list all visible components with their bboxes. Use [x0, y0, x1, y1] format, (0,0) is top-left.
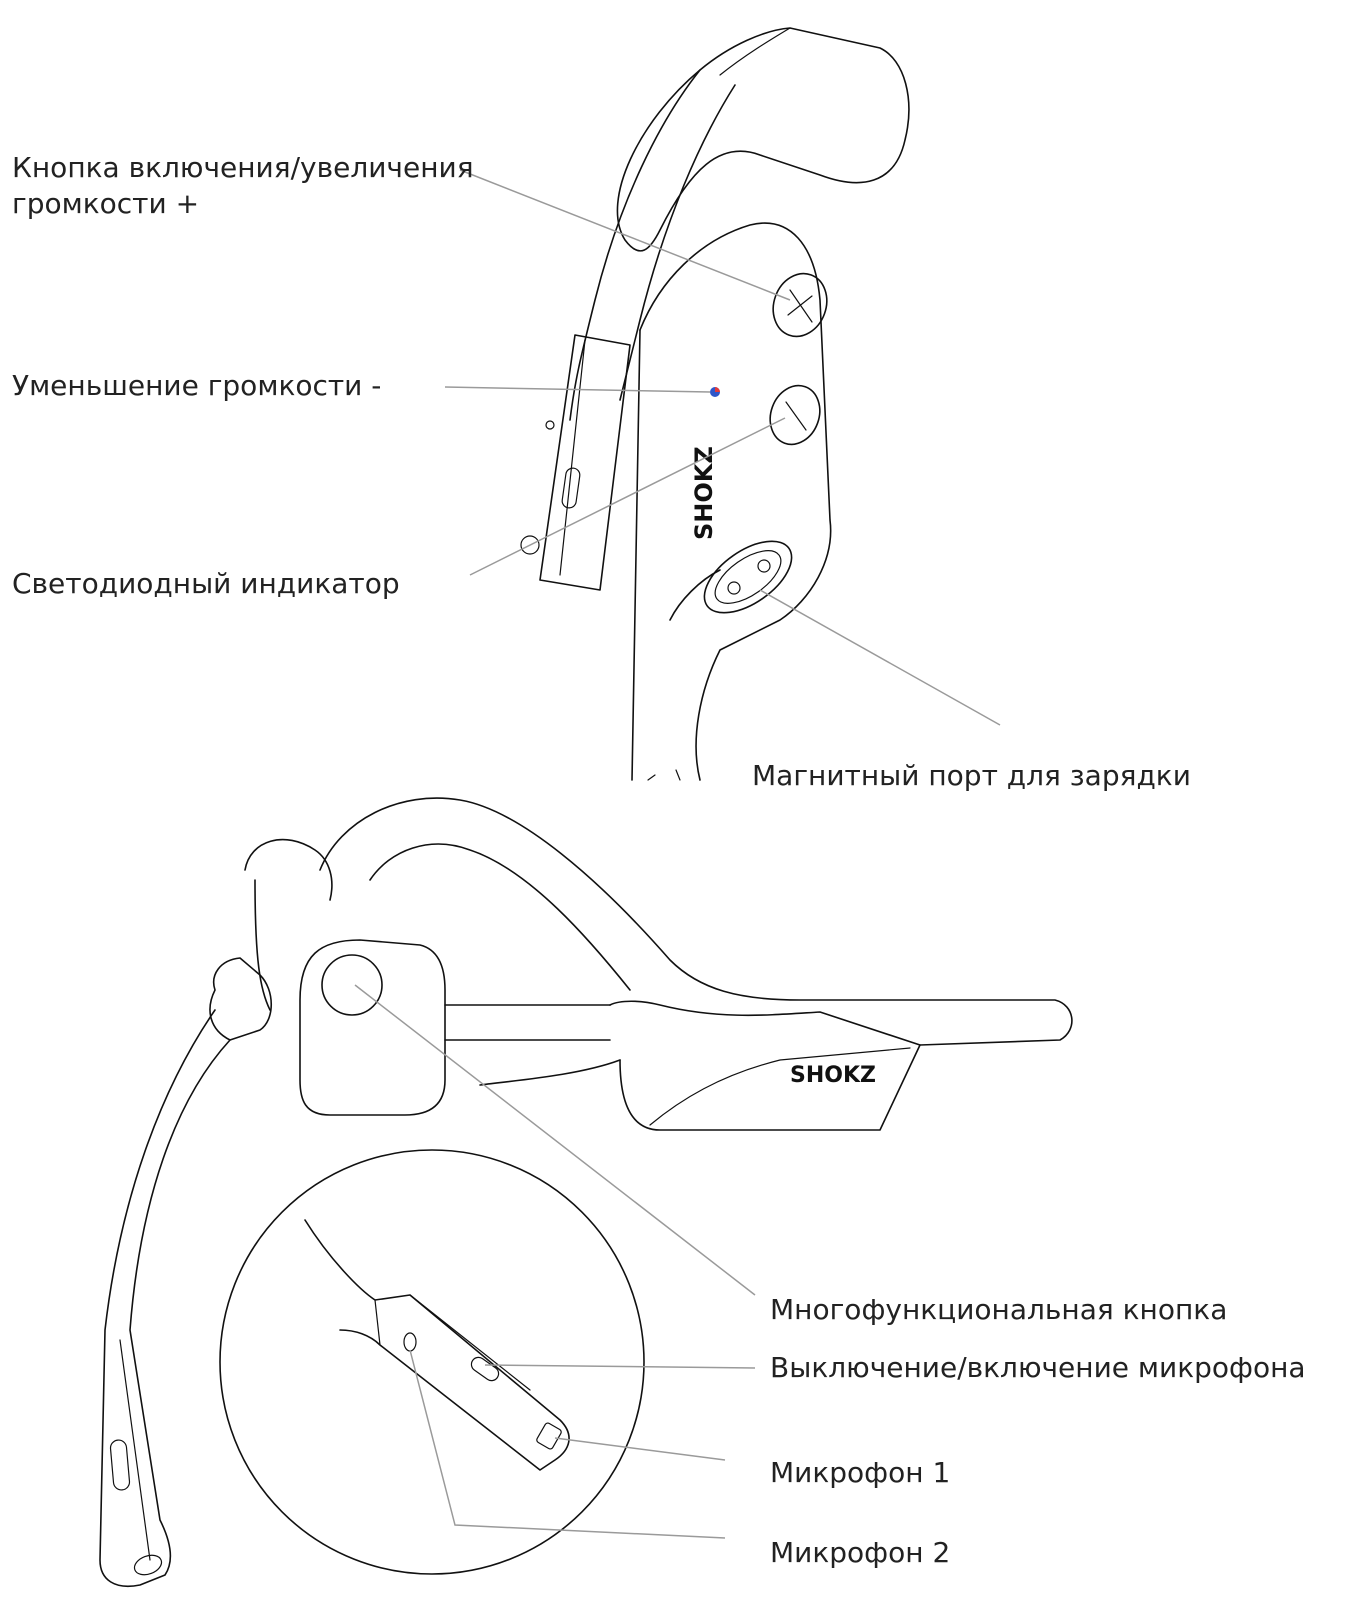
label-power-volume-up: Кнопка включения/увеличения громкости +	[12, 150, 474, 222]
bottom-leader-lines	[355, 985, 755, 1538]
top-headset-closeup: SHOKZ	[521, 28, 909, 780]
bottom-brand-logo: SHOKZ	[790, 1063, 876, 1088]
top-leader-lines	[445, 170, 1000, 725]
label-volume-down: Уменьшение громкости -	[12, 368, 381, 404]
label-led-indicator: Светодиодный индикатор	[12, 566, 400, 602]
label-charging-port: Магнитный порт для зарядки	[752, 758, 1191, 794]
label-mic-2: Микрофон 2	[770, 1535, 950, 1571]
label-multifunction-button: Многофункциональная кнопка	[770, 1292, 1227, 1328]
top-brand-logo: SHOKZ	[690, 446, 718, 540]
label-mic-1: Микрофон 1	[770, 1455, 950, 1491]
label-mic-mute: Выключение/включение микрофона	[770, 1350, 1306, 1386]
